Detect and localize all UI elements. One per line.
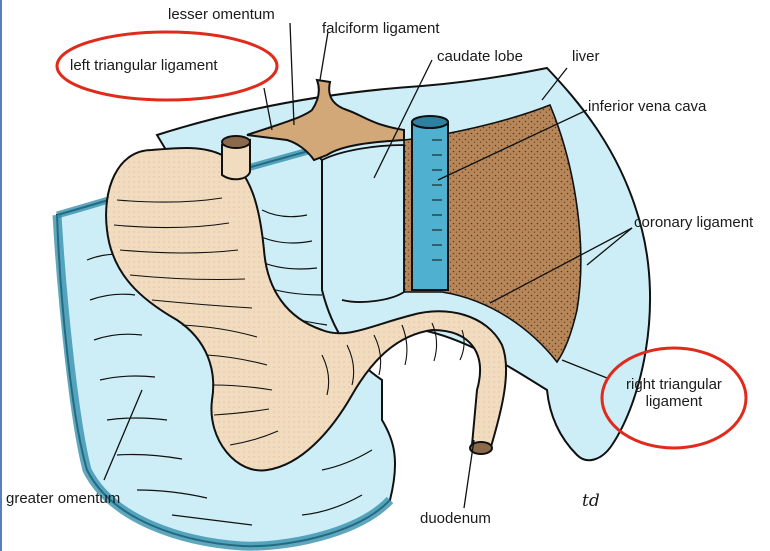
label-right-triangular-ligament: right triangular ligament: [599, 376, 749, 411]
label-caudate-lobe: caudate lobe: [437, 48, 523, 65]
label-duodenum: duodenum: [420, 510, 491, 527]
vena-cava: [412, 116, 448, 290]
label-lesser-omentum: lesser omentum: [168, 6, 275, 23]
label-liver: liver: [572, 48, 600, 65]
label-coronary-ligament: coronary ligament: [634, 214, 753, 231]
artist-signature: td: [582, 492, 600, 512]
label-left-triangular-ligament: left triangular ligament: [70, 57, 218, 74]
label-inferior-vena-cava: inferior vena cava: [588, 98, 706, 115]
label-falciform-ligament: falciform ligament: [322, 20, 440, 37]
esophagus: [222, 136, 250, 179]
label-greater-omentum: greater omentum: [6, 490, 120, 507]
